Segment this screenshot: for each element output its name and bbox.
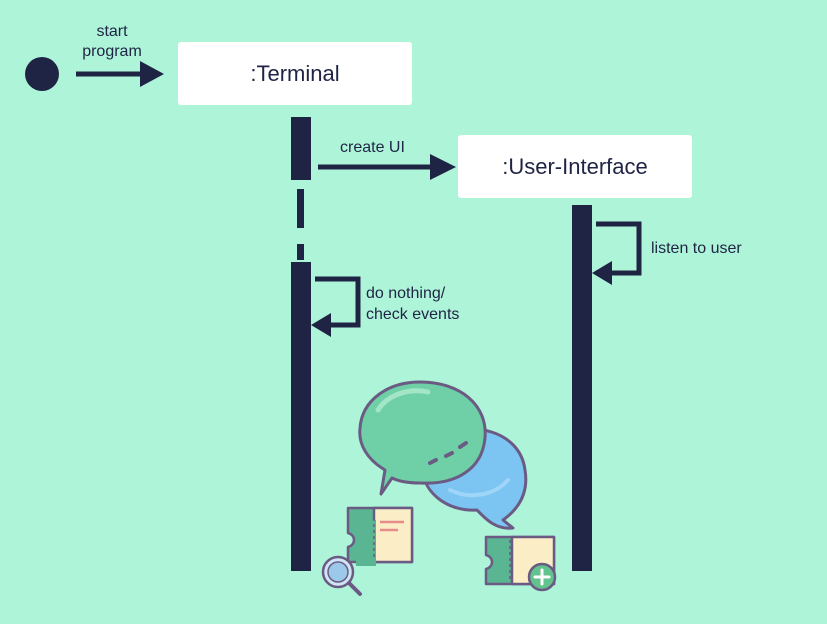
check-events-label: do nothing/ check events (366, 285, 460, 323)
user-interface-box: :User-Interface (458, 135, 692, 198)
check-events-loop-arrow (311, 276, 361, 337)
ui-lifeline (572, 205, 592, 571)
user-interface-label: :User-Interface (502, 153, 648, 179)
listen-to-user-label: listen to user (651, 240, 742, 257)
start-arrow (76, 61, 164, 87)
create-ui-label: create UI (340, 139, 405, 156)
ticket-search-icon (321, 506, 414, 596)
ticket-add-icon (484, 535, 557, 592)
terminal-lifeline (291, 117, 311, 571)
terminal-label: :Terminal (250, 60, 340, 86)
start-program-label: start program (82, 23, 142, 60)
start-node (25, 57, 59, 91)
terminal-box: :Terminal (178, 42, 412, 105)
create-ui-arrow (318, 154, 456, 180)
listen-loop-arrow (592, 221, 642, 285)
chat-bubbles-icon (358, 380, 528, 530)
